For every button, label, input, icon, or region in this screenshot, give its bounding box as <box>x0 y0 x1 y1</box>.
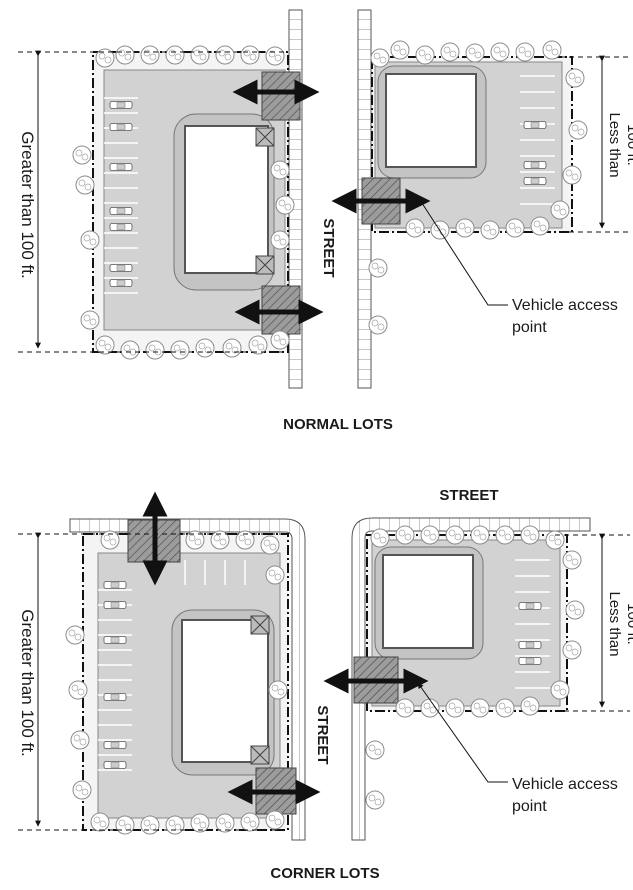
sidewalk <box>69 518 306 841</box>
normal-lot-left: Greater than 100 ft. <box>18 9 372 389</box>
callout-leader <box>419 199 508 306</box>
corner-lot-left: Greater than 100 ft. <box>18 491 321 841</box>
corner-lot-right: Vehicle access point Less than 100 ft. <box>323 517 633 841</box>
street-label-top: STREET <box>439 487 498 504</box>
dimension-label: Greater than 100 ft. <box>18 609 37 756</box>
building <box>181 619 269 763</box>
dimension-label: Less than <box>606 112 623 177</box>
callout-label: point <box>512 319 547 336</box>
dimension-label: 100 ft. <box>624 124 633 166</box>
section-title: CORNER LOTS <box>270 865 379 882</box>
building <box>382 554 474 649</box>
dimension-label: Greater than 100 ft. <box>18 131 37 278</box>
sidewalk <box>351 517 591 841</box>
building <box>385 73 477 168</box>
building <box>184 125 269 274</box>
section-title: NORMAL LOTS <box>283 416 393 433</box>
callout-leader <box>417 682 508 783</box>
dimension-label: 100 ft. <box>624 603 633 645</box>
street-label: STREET <box>320 218 337 277</box>
callout-label: Vehicle access <box>512 776 618 793</box>
driveway-hatch <box>261 71 301 121</box>
callout-label: Vehicle access <box>512 297 618 314</box>
callout-label: point <box>512 798 547 815</box>
normal-lot-right: Vehicle access point Less than 100 ft. <box>331 40 633 336</box>
dimension-label: Less than <box>606 591 623 656</box>
street-label-side: STREET <box>314 705 331 764</box>
